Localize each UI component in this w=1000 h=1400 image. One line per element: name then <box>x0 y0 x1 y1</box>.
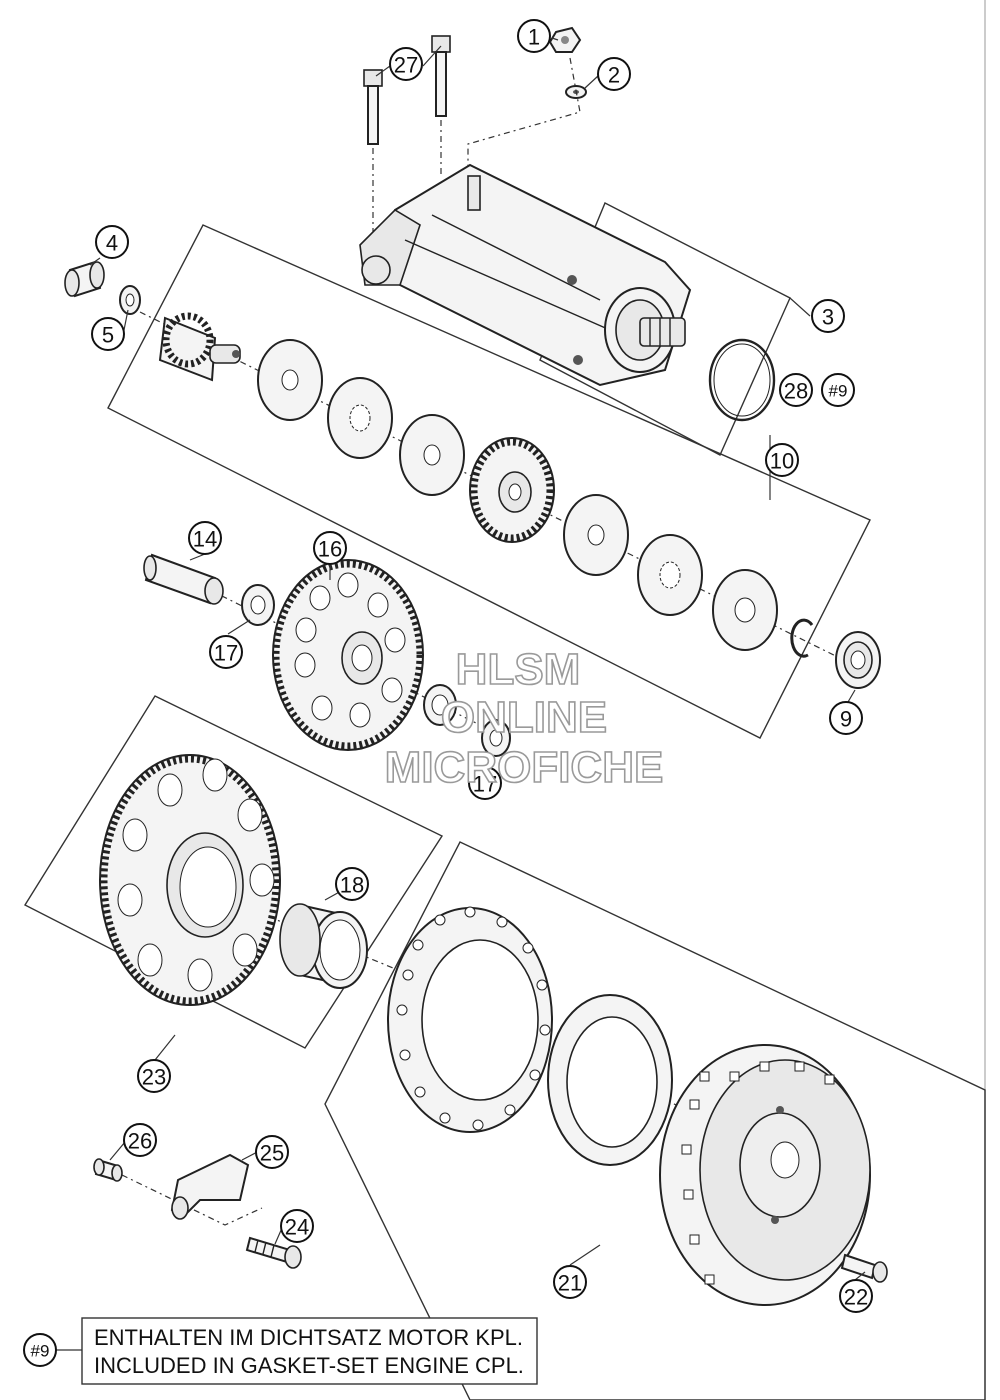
group-box-21 <box>324 841 986 1400</box>
group-box-23 <box>24 695 444 1049</box>
bolt-long-left <box>363 69 383 240</box>
bolt-long-right <box>431 35 451 175</box>
note-ref-text: #9 <box>31 1342 50 1361</box>
washer-17-left <box>241 584 275 626</box>
shaft-14 <box>143 553 224 605</box>
callout-14: 14 <box>188 521 222 555</box>
callout-26: 26 <box>123 1123 157 1157</box>
bushing-small <box>423 684 457 726</box>
callout-24-text: 24 <box>285 1215 309 1240</box>
callout-18: 18 <box>335 867 369 901</box>
note-line-de: ENTHALTEN IM DICHTSATZ MOTOR KPL. <box>94 1325 523 1350</box>
gear-23 <box>99 754 281 1006</box>
washer-17-right <box>481 719 511 757</box>
bushing-4 <box>64 260 105 298</box>
callout-hash9-upper-text: #9 <box>829 382 848 401</box>
callout-27-text: 27 <box>394 53 418 78</box>
splined-disc-1 <box>327 377 393 459</box>
callout-25: 25 <box>255 1135 289 1169</box>
callout-4: 4 <box>95 225 129 259</box>
idler-gear <box>469 437 555 543</box>
washer-large-2 <box>399 414 465 496</box>
washer-5 <box>119 285 141 315</box>
nut-leader-dash <box>467 57 581 172</box>
flywheel-rotor <box>659 1044 871 1306</box>
pinion-gear <box>158 312 241 382</box>
callout-23: 23 <box>137 1059 171 1093</box>
bearing-18 <box>279 903 368 989</box>
callout-5-text: 5 <box>102 323 114 348</box>
freewheel-cage <box>547 994 673 1166</box>
nut-1 <box>548 26 582 53</box>
callout-18-text: 18 <box>340 873 364 898</box>
group-box-10 <box>107 224 871 739</box>
callout-4-text: 4 <box>106 231 118 256</box>
callout-25-text: 25 <box>260 1141 284 1166</box>
callout-9: 9 <box>829 701 863 735</box>
callout-21-text: 21 <box>558 1271 582 1296</box>
callout-24: 24 <box>280 1209 314 1243</box>
sleeve-26 <box>93 1158 123 1182</box>
bracket-leader-dash <box>121 1174 263 1226</box>
watermark-line-3: MICROFICHE <box>385 743 664 792</box>
callout-16: 16 <box>313 531 347 565</box>
washer-large-4 <box>712 569 778 651</box>
bolt-22 <box>840 1253 888 1283</box>
callout-17-left-text: 17 <box>214 641 238 666</box>
callout-16-text: 16 <box>318 537 342 562</box>
callout-28-text: 28 <box>784 379 808 404</box>
callout-3-text: 3 <box>822 305 834 330</box>
callout-17-right: 17 <box>468 766 502 800</box>
callout-1: 1 <box>517 19 551 53</box>
o-ring-28 <box>708 338 776 422</box>
callout-17-left: 17 <box>209 635 243 669</box>
callout-hash9-upper: #9 <box>821 373 855 407</box>
callout-23-text: 23 <box>142 1065 166 1090</box>
starter-motor <box>359 163 692 387</box>
watermark-line-1: HLSM <box>456 645 581 694</box>
washer-large-3 <box>563 494 629 576</box>
callout-5: 5 <box>91 317 125 351</box>
callout-14-text: 14 <box>193 527 217 552</box>
note-line-en: INCLUDED IN GASKET-SET ENGINE CPL. <box>94 1353 524 1378</box>
callout-22: 22 <box>839 1279 873 1313</box>
callout-2-text: 2 <box>608 63 620 88</box>
callout-28: 28 <box>779 373 813 407</box>
washer-large-1 <box>257 339 323 421</box>
splined-disc-2 <box>637 534 703 616</box>
callout-3: 3 <box>811 299 845 333</box>
freewheel-ring <box>387 906 553 1133</box>
gasket-note: #9 ENTHALTEN IM DICHTSATZ MOTOR KPL. INC… <box>23 1317 538 1385</box>
callout-27: 27 <box>389 47 423 81</box>
callout-9-text: 9 <box>840 707 852 732</box>
watermark-line-2: ONLINE <box>441 693 607 742</box>
bracket-25 <box>170 1153 250 1220</box>
circlip <box>790 618 814 658</box>
callout-21: 21 <box>553 1265 587 1299</box>
callout-17-right-text: 17 <box>473 772 497 797</box>
callout-10: 10 <box>765 443 799 477</box>
callout-1-text: 1 <box>528 25 540 50</box>
callout-10-text: 10 <box>770 449 794 474</box>
bearing-9 <box>835 631 881 689</box>
screw-24 <box>245 1236 302 1269</box>
callout-2: 2 <box>597 57 631 91</box>
callout-22-text: 22 <box>844 1285 868 1310</box>
note-box <box>81 1317 538 1385</box>
watermark: HLSM ONLINE MICROFICHE <box>384 644 664 793</box>
callout-26-text: 26 <box>128 1129 152 1154</box>
gear-16 <box>272 559 424 751</box>
